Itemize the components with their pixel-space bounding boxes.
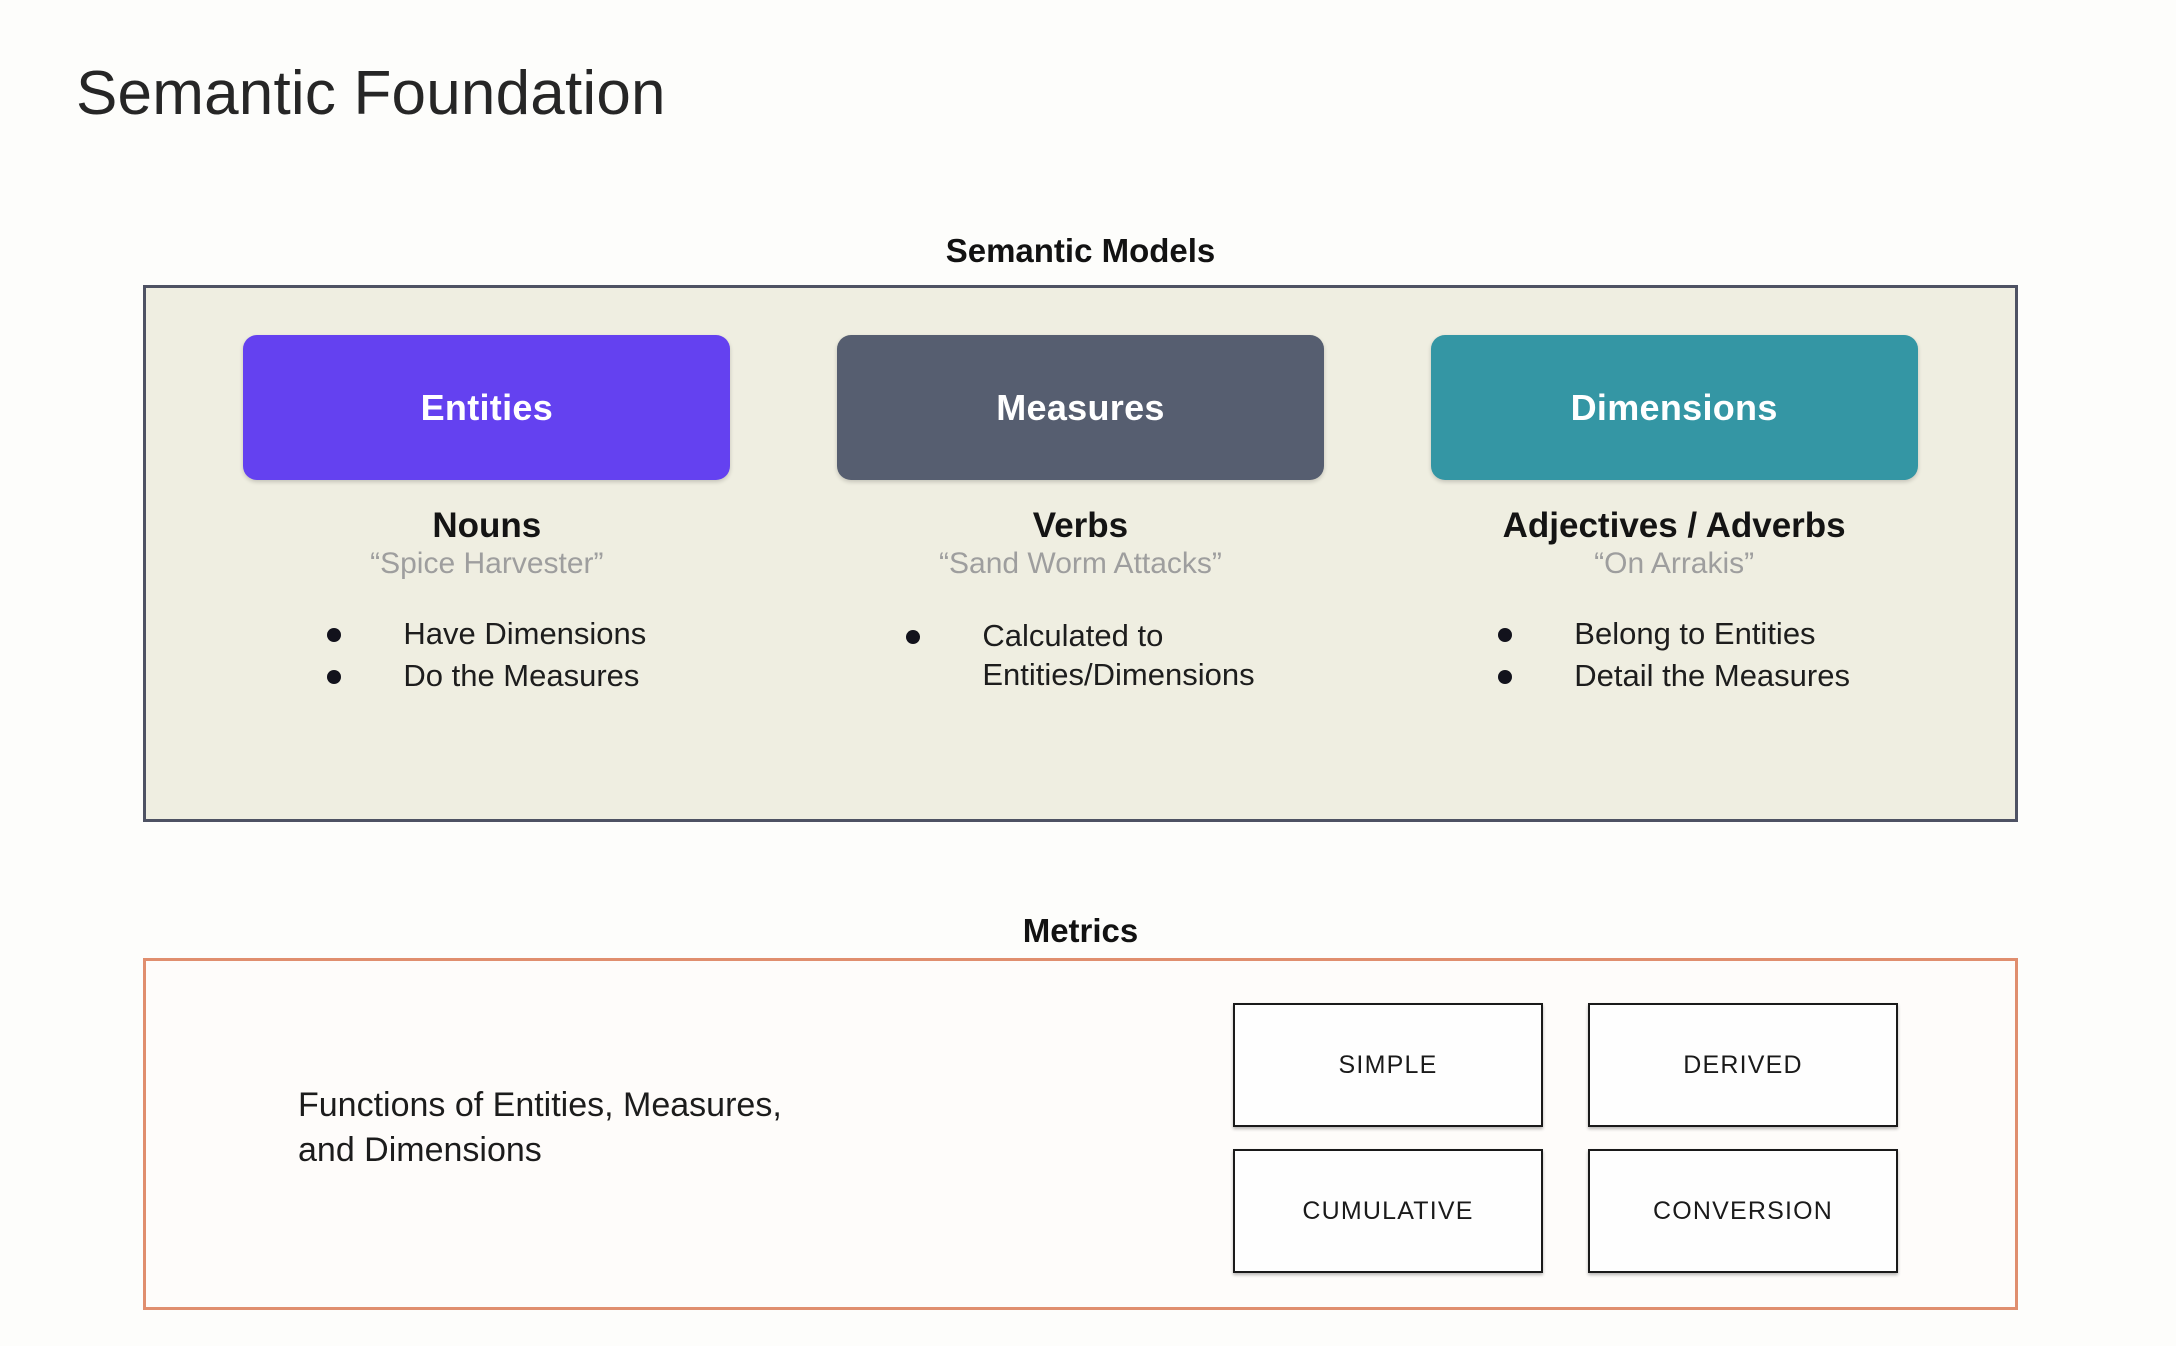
semantic-cards-row: Entities Measures Dimensions	[146, 335, 2015, 480]
metric-box-cumulative[interactable]: CUMULATIVE	[1233, 1149, 1543, 1273]
column-verbs-example: “Sand Worm Attacks”	[939, 547, 1222, 581]
column-adjectives-title: Adjectives / Adverbs	[1502, 506, 1846, 545]
card-measures[interactable]: Measures	[836, 335, 1324, 480]
column-adjectives: Adjectives / Adverbs “On Arrakis” Belong…	[1377, 506, 1971, 699]
page-title: Semantic Foundation	[76, 59, 666, 128]
column-adjectives-bullets: Belong to Entities Detail the Measures	[1498, 615, 1850, 699]
metric-type-grid: SIMPLE DERIVED CUMULATIVE CONVERSION	[1233, 1003, 1898, 1273]
column-nouns: Nouns “Spice Harvester” Have Dimensions …	[190, 506, 784, 699]
card-entities[interactable]: Entities	[243, 335, 731, 480]
list-item: Belong to Entities	[1498, 615, 1850, 654]
metric-box-derived[interactable]: DERIVED	[1588, 1003, 1898, 1127]
column-verbs-title: Verbs	[1032, 506, 1129, 545]
list-item: Do the Measures	[327, 657, 646, 696]
column-nouns-example: “Spice Harvester”	[370, 547, 604, 581]
metric-box-simple[interactable]: SIMPLE	[1233, 1003, 1543, 1127]
word-class-columns: Nouns “Spice Harvester” Have Dimensions …	[146, 506, 2015, 699]
column-nouns-bullets: Have Dimensions Do the Measures	[327, 615, 646, 699]
metrics-heading: Metrics	[1022, 912, 1139, 949]
column-verbs-bullets: Calculated to Entities/Dimensions	[906, 617, 1255, 698]
semantic-models-panel: Entities Measures Dimensions Nouns “Spic…	[143, 285, 2018, 822]
column-nouns-title: Nouns	[432, 506, 542, 545]
metrics-panel: Functions of Entities, Measures, and Dim…	[143, 958, 2018, 1310]
list-item: Have Dimensions	[327, 615, 646, 654]
column-adjectives-example: “On Arrakis”	[1594, 547, 1755, 581]
metric-box-conversion[interactable]: CONVERSION	[1588, 1149, 1898, 1273]
column-verbs: Verbs “Sand Worm Attacks” Calculated to …	[784, 506, 1378, 699]
card-dimensions[interactable]: Dimensions	[1430, 335, 1918, 480]
metrics-description: Functions of Entities, Measures, and Dim…	[298, 1086, 782, 1169]
list-item: Calculated to Entities/Dimensions	[906, 617, 1255, 695]
semantic-models-heading: Semantic Models	[945, 232, 1216, 269]
list-item: Detail the Measures	[1498, 657, 1850, 696]
